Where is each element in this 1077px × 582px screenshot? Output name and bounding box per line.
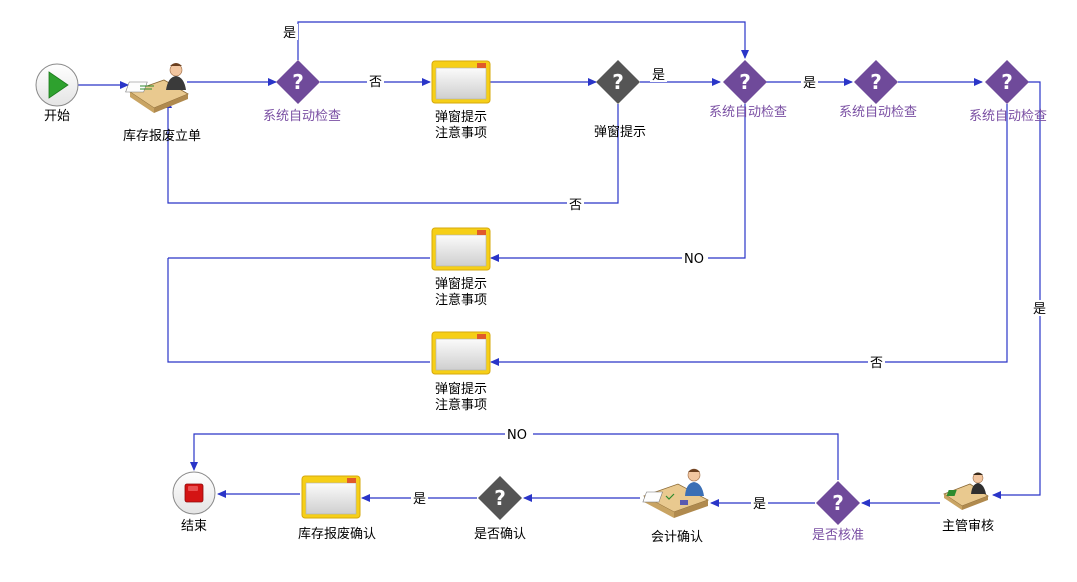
svg-text:?: ?	[1001, 70, 1013, 94]
supervisor-review-label: 主管审核	[942, 519, 994, 534]
question-diamond-icon: ?	[276, 60, 320, 104]
popup-notice-1-node[interactable]: 弹窗提示 注意事项	[431, 60, 491, 141]
svg-text:?: ?	[870, 70, 882, 94]
popup-notice-2-line2: 注意事项	[435, 292, 487, 308]
edge-decision-no-back	[164, 99, 619, 204]
popup-notice-2-line1: 弹窗提示	[435, 276, 487, 292]
popup-notice-3-node[interactable]: 弹窗提示 注意事项	[431, 331, 491, 413]
edge-label-no-approved: NO	[507, 428, 527, 443]
popup-decision-node[interactable]: ? 弹窗提示	[594, 60, 646, 140]
person-at-desk-icon	[125, 63, 189, 113]
popup-notice-1-line2: 注意事项	[435, 125, 487, 141]
edge-check1-yes-top	[297, 21, 749, 60]
window-icon	[301, 475, 361, 519]
start-label: 开始	[44, 109, 70, 124]
svg-text:?: ?	[612, 70, 624, 94]
edge-check4-yes-down	[992, 81, 1041, 499]
edge-label-yes-check4: 是	[1033, 302, 1046, 317]
auto-check-3-node[interactable]: ? 系统自动检查	[839, 60, 917, 120]
edge-label-yes-confirm: 是	[413, 492, 426, 507]
auto-check-4-node[interactable]: ? 系统自动检查	[969, 60, 1047, 124]
question-diamond-icon: ?	[723, 60, 767, 104]
accounting-confirm-node[interactable]: 会计确认	[642, 468, 709, 545]
auto-check-2-label: 系统自动检查	[709, 105, 787, 120]
scrap-confirm-label: 库存报废确认	[298, 526, 376, 542]
end-label: 结束	[181, 519, 207, 534]
flow-lines	[78, 21, 1041, 507]
question-diamond-icon: ?	[854, 60, 898, 104]
inventory-scrap-form-node[interactable]: 库存报废立单	[123, 63, 201, 144]
edge-label-yes-approved: 是	[753, 497, 766, 512]
popup-notice-3-line2: 注意事项	[435, 397, 487, 413]
edge-label-yes-top: 是	[283, 26, 296, 41]
confirm-decision-node[interactable]: ? 是否确认	[474, 476, 526, 542]
window-icon	[431, 60, 491, 104]
auto-check-3-label: 系统自动检查	[839, 105, 917, 120]
edge-label-no-check4: 否	[870, 356, 883, 371]
auto-check-4-label: 系统自动检查	[969, 109, 1047, 124]
edge-label-yes-popup: 是	[652, 68, 665, 83]
svg-text:?: ?	[494, 486, 506, 510]
question-diamond-icon: ?	[596, 60, 640, 104]
popup-notice-3-line1: 弹窗提示	[435, 381, 487, 397]
edge-labels: 是 否 是 否 是 NO 否 是 NO 是 是	[281, 24, 1048, 512]
edge-check2-no	[490, 104, 746, 262]
supervisor-review-node[interactable]: 主管审核	[942, 472, 994, 535]
person-at-desk-icon	[943, 472, 989, 510]
question-diamond-icon: ?	[985, 60, 1029, 104]
window-icon	[431, 227, 491, 271]
question-diamond-icon: ?	[478, 476, 522, 520]
svg-text:?: ?	[739, 70, 751, 94]
svg-text:?: ?	[832, 491, 844, 515]
edge-check4-no	[490, 104, 1008, 366]
popup-decision-label: 弹窗提示	[594, 124, 646, 140]
auto-check-1-node[interactable]: ? 系统自动检查	[263, 60, 341, 124]
edge-label-yes-check2: 是	[803, 76, 816, 91]
edge-popup3-to-form	[167, 258, 430, 363]
confirm-decision-label: 是否确认	[474, 527, 526, 542]
edge-label-no-check1: 否	[369, 75, 382, 90]
question-diamond-icon: ?	[816, 481, 860, 525]
auto-check-2-node[interactable]: ? 系统自动检查	[709, 60, 787, 120]
edge-label-no-check2: NO	[684, 252, 704, 267]
window-icon	[431, 331, 491, 375]
person-at-desk-icon	[642, 468, 709, 518]
popup-notice-2-node[interactable]: 弹窗提示 注意事项	[431, 227, 491, 308]
popup-notice-1-line1: 弹窗提示	[435, 109, 487, 125]
approved-decision-node[interactable]: ? 是否核准	[812, 481, 864, 543]
stop-icon	[184, 483, 204, 503]
auto-check-1-label: 系统自动检查	[263, 109, 341, 124]
svg-text:?: ?	[292, 70, 304, 94]
end-node[interactable]: 结束	[172, 471, 216, 534]
play-icon	[48, 71, 69, 99]
approved-decision-label: 是否核准	[812, 528, 864, 543]
inventory-scrap-form-label: 库存报废立单	[123, 128, 201, 144]
start-node[interactable]: 开始	[35, 63, 79, 124]
edge-label-no-popup: 否	[569, 198, 582, 213]
scrap-confirm-node[interactable]: 库存报废确认	[298, 475, 376, 542]
accounting-confirm-label: 会计确认	[651, 530, 703, 545]
